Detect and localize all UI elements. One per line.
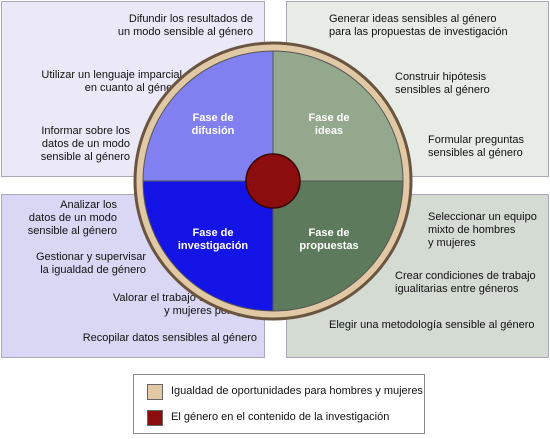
quadrant-ideas bbox=[272, 50, 404, 182]
phase-proposals-line1: Fase de bbox=[309, 227, 350, 239]
legend-label-ring: Igualdad de oportunidades para hombres y… bbox=[171, 385, 423, 397]
gender-content-center bbox=[245, 153, 301, 209]
legend-label-center: El género en el contenido de la investig… bbox=[171, 411, 390, 423]
phase-proposals-line2: propuestas bbox=[299, 240, 358, 252]
text-recopilar: Recopilar datos sensibles al género bbox=[82, 332, 257, 344]
legend-swatch-center bbox=[147, 410, 163, 426]
phase-investigation-line1: Fase de bbox=[193, 227, 234, 239]
quadrant-diffusion bbox=[142, 50, 274, 182]
phase-ideas-line1: Fase de bbox=[309, 112, 350, 124]
quadrant-investigation bbox=[142, 180, 274, 312]
legend: Igualdad de oportunidades para hombres y… bbox=[133, 374, 425, 434]
phase-diffusion-line1: Fase de bbox=[193, 112, 234, 124]
text-elegir: Elegir una metodología sensible al géner… bbox=[329, 319, 535, 331]
phase-investigation-line2: investigación bbox=[178, 240, 249, 252]
quadrant-proposals bbox=[272, 180, 404, 312]
phase-ideas-line2: ideas bbox=[315, 125, 343, 137]
legend-swatch-ring bbox=[147, 384, 163, 400]
phase-diffusion-line2: difusión bbox=[192, 125, 235, 137]
